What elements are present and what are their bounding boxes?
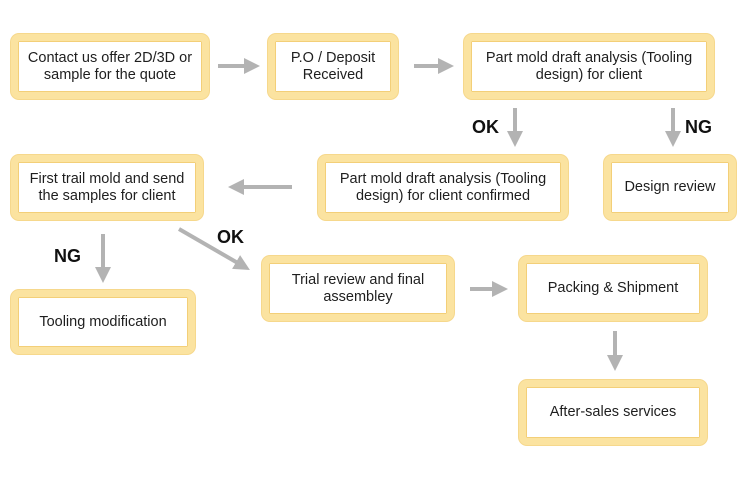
node-first-trail: First trail mold and send the samples fo… <box>11 155 203 220</box>
label-ok-confirmed: OK <box>472 117 499 137</box>
label-ng-tooling: NG <box>54 246 81 266</box>
node-trial-review-text: Trial review and final assembley <box>291 271 425 305</box>
node-after-sales: After-sales services <box>519 380 707 445</box>
node-tooling-modification: Tooling modification <box>11 290 195 354</box>
node-draft-analysis-text: Part mold draft analysis (Tooling design… <box>485 49 693 83</box>
label-ng-design-review: NG <box>685 117 712 137</box>
node-design-review-text: Design review <box>624 179 716 195</box>
node-packing-shipment: Packing & Shipment <box>519 256 707 321</box>
node-packing-shipment-text: Packing & Shipment <box>547 280 679 296</box>
arrow-first-trail-to-trial <box>177 227 250 271</box>
node-trial-review: Trial review and final assembley <box>262 256 454 321</box>
node-contact-quote-text: Contact us offer 2D/3D or sample for the… <box>27 49 193 83</box>
node-first-trail-text: First trail mold and send the samples fo… <box>29 170 185 204</box>
node-po-deposit-text: P.O / Deposit Received <box>290 49 376 83</box>
node-draft-confirmed: Part mold draft analysis (Tooling design… <box>318 155 568 220</box>
node-tooling-modification-text: Tooling modification <box>39 313 167 330</box>
node-contact-quote: Contact us offer 2D/3D or sample for the… <box>11 34 209 99</box>
node-po-deposit: P.O / Deposit Received <box>268 34 398 99</box>
label-ok-trial: OK <box>217 227 244 247</box>
node-draft-confirmed-text: Part mold draft analysis (Tooling design… <box>339 170 547 204</box>
node-after-sales-text: After-sales services <box>549 404 677 420</box>
node-draft-analysis: Part mold draft analysis (Tooling design… <box>464 34 714 99</box>
node-design-review: Design review <box>604 155 736 220</box>
